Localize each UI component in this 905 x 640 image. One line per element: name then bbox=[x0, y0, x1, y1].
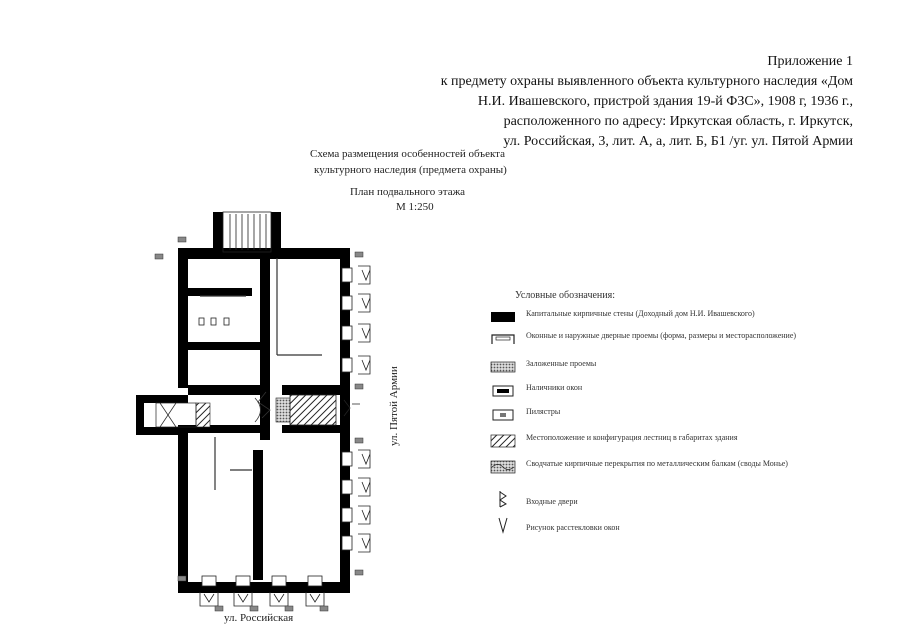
schema-title: Схема размещения особенностей объекта ку… bbox=[310, 146, 507, 178]
street-right: ул. Пятой Армии bbox=[388, 366, 400, 446]
legend-text-opening: Оконные и наружные дверные проемы (форма… bbox=[526, 331, 797, 340]
stair-hatch-west bbox=[195, 402, 211, 428]
legend-text-window-pattern: Рисунок расстекловки окон bbox=[526, 523, 620, 532]
pilaster-marks bbox=[154, 236, 364, 612]
partition-lines bbox=[200, 258, 322, 490]
legend-item-solid-wall: Капитальные кирпичные стены (Доходный до… bbox=[490, 308, 830, 332]
legend-item-opening: Оконные и наружные дверные проемы (форма… bbox=[490, 330, 830, 354]
filled-opening-center bbox=[275, 397, 291, 423]
legend-item-window-trim: Наличники окон bbox=[490, 382, 830, 406]
header-line-3: Н.И. Ивашевского, пристрой здания 19-й Ф… bbox=[477, 94, 853, 109]
legend-text-entrance-door: Входные двери bbox=[526, 497, 578, 506]
window-trim-icon bbox=[492, 385, 514, 397]
legend-text-pilaster: Пилястры bbox=[526, 407, 561, 416]
vault-icon bbox=[490, 460, 516, 474]
legend-item-pilaster: Пилястры bbox=[490, 406, 830, 430]
schema-title-line-1: Схема размещения особенностей объекта bbox=[310, 148, 505, 160]
header-line-4: расположенного по адресу: Иркутская обла… bbox=[503, 114, 853, 129]
windows-right bbox=[341, 265, 371, 553]
stair-west bbox=[155, 402, 197, 428]
stair-hatch-center bbox=[289, 394, 337, 426]
schema-title-line-2: культурного наследия (предмета охраны) bbox=[314, 164, 507, 176]
pilasters bbox=[198, 317, 230, 326]
building-walls bbox=[136, 212, 350, 593]
opening-icon bbox=[491, 334, 515, 344]
windows-bottom bbox=[199, 575, 325, 607]
legend-title: Условные обозначения: bbox=[515, 290, 616, 301]
appendix-header: Приложение 1 к предмету охраны выявленно… bbox=[441, 52, 853, 152]
legend-item-stair-hatch: Местоположение и конфигурация лестниц в … bbox=[490, 432, 830, 456]
stair-hatch-icon bbox=[490, 434, 516, 448]
corridor-arcs bbox=[254, 391, 271, 423]
window-pattern-icon bbox=[498, 517, 508, 534]
plan-scale: М 1:250 bbox=[396, 201, 434, 213]
header-line-1: Приложение 1 bbox=[767, 54, 853, 69]
solid-wall-icon bbox=[491, 312, 515, 322]
pilaster-icon bbox=[492, 409, 514, 421]
filled-opening-icon bbox=[490, 361, 516, 373]
entrance-door-icon bbox=[499, 491, 507, 508]
legend-text-filled-opening: Заложенные проемы bbox=[526, 359, 597, 368]
legend-item-vault: Сводчатые кирпичные перекрытия по металл… bbox=[490, 458, 830, 482]
legend-item-window-pattern: Рисунок расстекловки окон bbox=[490, 516, 830, 540]
plan-title: План подвального этажа bbox=[350, 186, 466, 198]
legend-text-window-trim: Наличники окон bbox=[526, 383, 583, 392]
legend-text-solid-wall: Капитальные кирпичные стены (Доходный до… bbox=[526, 309, 755, 318]
header-line-5: ул. Российская, 3, лит. А, а, лит. Б, Б1… bbox=[503, 134, 853, 149]
legend-text-vault: Сводчатые кирпичные перекрытия по металл… bbox=[526, 459, 788, 468]
stair-top bbox=[222, 211, 272, 253]
street-bottom: ул. Российская bbox=[224, 612, 294, 624]
header-line-2: к предмету охраны выявленного объекта ку… bbox=[440, 74, 853, 89]
legend-item-filled-opening: Заложенные проемы bbox=[490, 358, 830, 382]
legend-item-entrance-door: Входные двери bbox=[490, 490, 830, 514]
legend-text-stair-hatch: Местоположение и конфигурация лестниц в … bbox=[526, 433, 738, 442]
